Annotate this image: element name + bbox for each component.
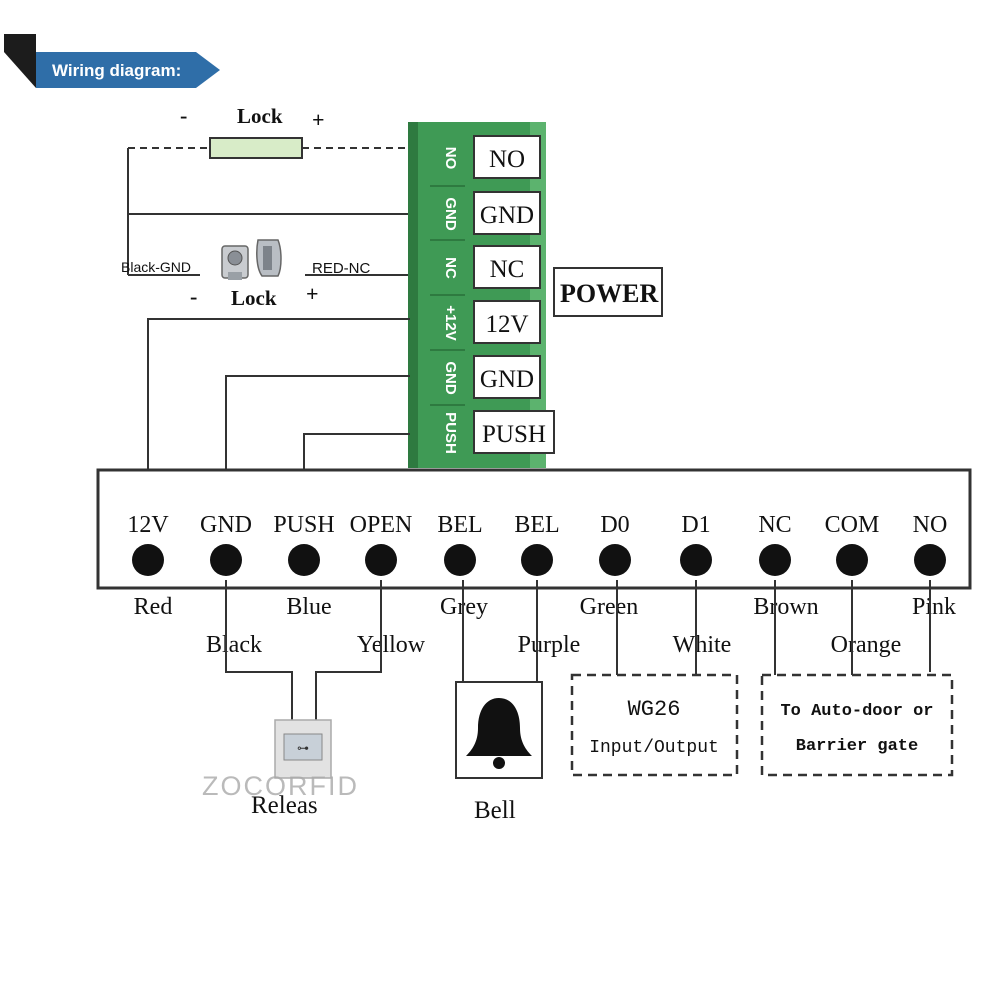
terminal-box-label: NO — [489, 146, 525, 173]
wg26-box: WG26 Input/Output — [570, 673, 739, 777]
magnet-lock-minus: - — [190, 284, 197, 309]
terminal-box-label: 12V — [485, 311, 528, 338]
wire-color-label: Brown — [753, 594, 818, 620]
device-wires — [225, 580, 931, 722]
bell-icon — [466, 698, 532, 756]
release-button: ⊶ Releas — [251, 719, 332, 819]
wire-color-label: Red — [134, 594, 173, 620]
magnet-lock-label: Lock — [231, 286, 277, 310]
banner-title: Wiring diagram: — [52, 61, 181, 80]
controller-terminal-label: OPEN — [350, 512, 413, 538]
terminal-box-label: NC — [490, 256, 525, 283]
controller-terminal-dot — [680, 544, 712, 576]
top-lock-minus: - — [180, 103, 187, 128]
terminal-box — [473, 135, 541, 179]
controller: 12V GND PUSH OPEN BEL BEL D0 D1 NC COM NO — [96, 468, 972, 590]
release-key-icon: ⊶ — [297, 741, 309, 755]
terminal-side-text: PUSH — [442, 412, 459, 454]
magnet-lock-plus: + — [306, 281, 319, 306]
controller-terminal-label: BEL — [514, 512, 559, 538]
controller-terminal-label: 12V — [127, 512, 169, 538]
terminal-side-label: +12V — [442, 305, 459, 340]
magnet-right-wire-label: RED-NC — [312, 260, 370, 277]
banner-fold — [4, 52, 36, 88]
magnet-left-wire-label: Black-GND — [121, 259, 191, 275]
terminal-block: NO GND NC +12V GND PUSH NO GND NC 12V GND PUSH — [408, 122, 555, 468]
watermark: ZOCORFID — [202, 771, 359, 801]
wire-color-label: Green — [580, 594, 639, 620]
terminal-box — [473, 410, 555, 454]
terminal-side-label: PUSH — [442, 412, 459, 454]
terminal-box — [473, 355, 541, 399]
controller-terminal-dot — [599, 544, 631, 576]
wire-color-label: Black — [206, 632, 262, 658]
wire-color-label: Pink — [912, 594, 956, 620]
terminal-side-text: GND — [442, 361, 459, 395]
banner-corner — [4, 34, 36, 52]
controller-terminal-dot — [914, 544, 946, 576]
autodoor-box: To Auto-door or Barrier gate — [760, 673, 954, 777]
bell-clapper — [493, 757, 505, 769]
controller-terminal-dot — [132, 544, 164, 576]
terminal-side-label: GND — [442, 197, 459, 231]
release-inner — [283, 733, 323, 761]
terminal-block-edge — [408, 122, 418, 468]
top-lock: Lock - + — [128, 103, 410, 159]
controller-terminal-dot — [210, 544, 242, 576]
wg26-line1: WG26 — [628, 697, 681, 722]
banner-ribbon — [36, 52, 220, 88]
top-lock-plus: + — [312, 107, 325, 132]
terminal-side-text: +12V — [442, 305, 459, 340]
wire-color-label: Blue — [286, 594, 331, 620]
controller-terminal-label: PUSH — [273, 512, 334, 538]
wire-color-label: Yellow — [357, 632, 426, 658]
terminal-side-text: GND — [442, 197, 459, 231]
terminal-box — [473, 191, 541, 235]
terminal-box-label: GND — [480, 366, 534, 393]
bell: Bell — [455, 681, 543, 824]
terminal-side-label: NC — [442, 257, 459, 279]
controller-terminal-label: D0 — [600, 512, 629, 538]
controller-terminal-dot — [759, 544, 791, 576]
banner: Wiring diagram: — [4, 34, 220, 88]
controller-terminal-label: NO — [913, 512, 948, 538]
terminal-box — [473, 300, 541, 344]
wg26-outline — [570, 673, 739, 777]
controller-terminal-dot — [288, 544, 320, 576]
controller-terminal-label: BEL — [437, 512, 482, 538]
controller-terminal-dot — [444, 544, 476, 576]
terminal-side-label: GND — [442, 361, 459, 395]
wg26-line2: Input/Output — [589, 738, 719, 758]
magnet-lock-icon — [221, 239, 282, 280]
top-lock-body — [209, 137, 303, 159]
wire-color-label: Orange — [831, 632, 902, 658]
autodoor-outline — [760, 673, 954, 777]
controller-terminal-dot — [521, 544, 553, 576]
terminal-box-label: GND — [480, 202, 534, 229]
controller-terminal-label: NC — [758, 512, 791, 538]
controller-terminal-label: D1 — [681, 512, 710, 538]
terminal-box — [473, 245, 541, 289]
controller-terminal-label: COM — [825, 512, 880, 538]
controller-terminal-label: GND — [200, 512, 252, 538]
terminal-side-text: NC — [442, 257, 459, 279]
power-label: POWER — [560, 279, 658, 308]
autodoor-line1: To Auto-door or — [780, 702, 933, 721]
bell-label: Bell — [474, 797, 516, 824]
wire-color-label: Purple — [518, 632, 581, 658]
magnet-lock: Black-GND RED-NC Lock - + — [121, 239, 410, 310]
controller-terminal-dot — [365, 544, 397, 576]
terminal-side-label: NO — [442, 147, 459, 170]
power-box — [553, 267, 663, 317]
controller-terminal-dot — [836, 544, 868, 576]
terminal-side-text: NO — [442, 147, 459, 170]
top-lock-label: Lock — [237, 104, 283, 128]
autodoor-line2: Barrier gate — [796, 737, 918, 756]
release-label: Releas — [251, 792, 318, 819]
wire-color-label: White — [673, 632, 732, 658]
terminal-box-label: PUSH — [482, 421, 546, 448]
